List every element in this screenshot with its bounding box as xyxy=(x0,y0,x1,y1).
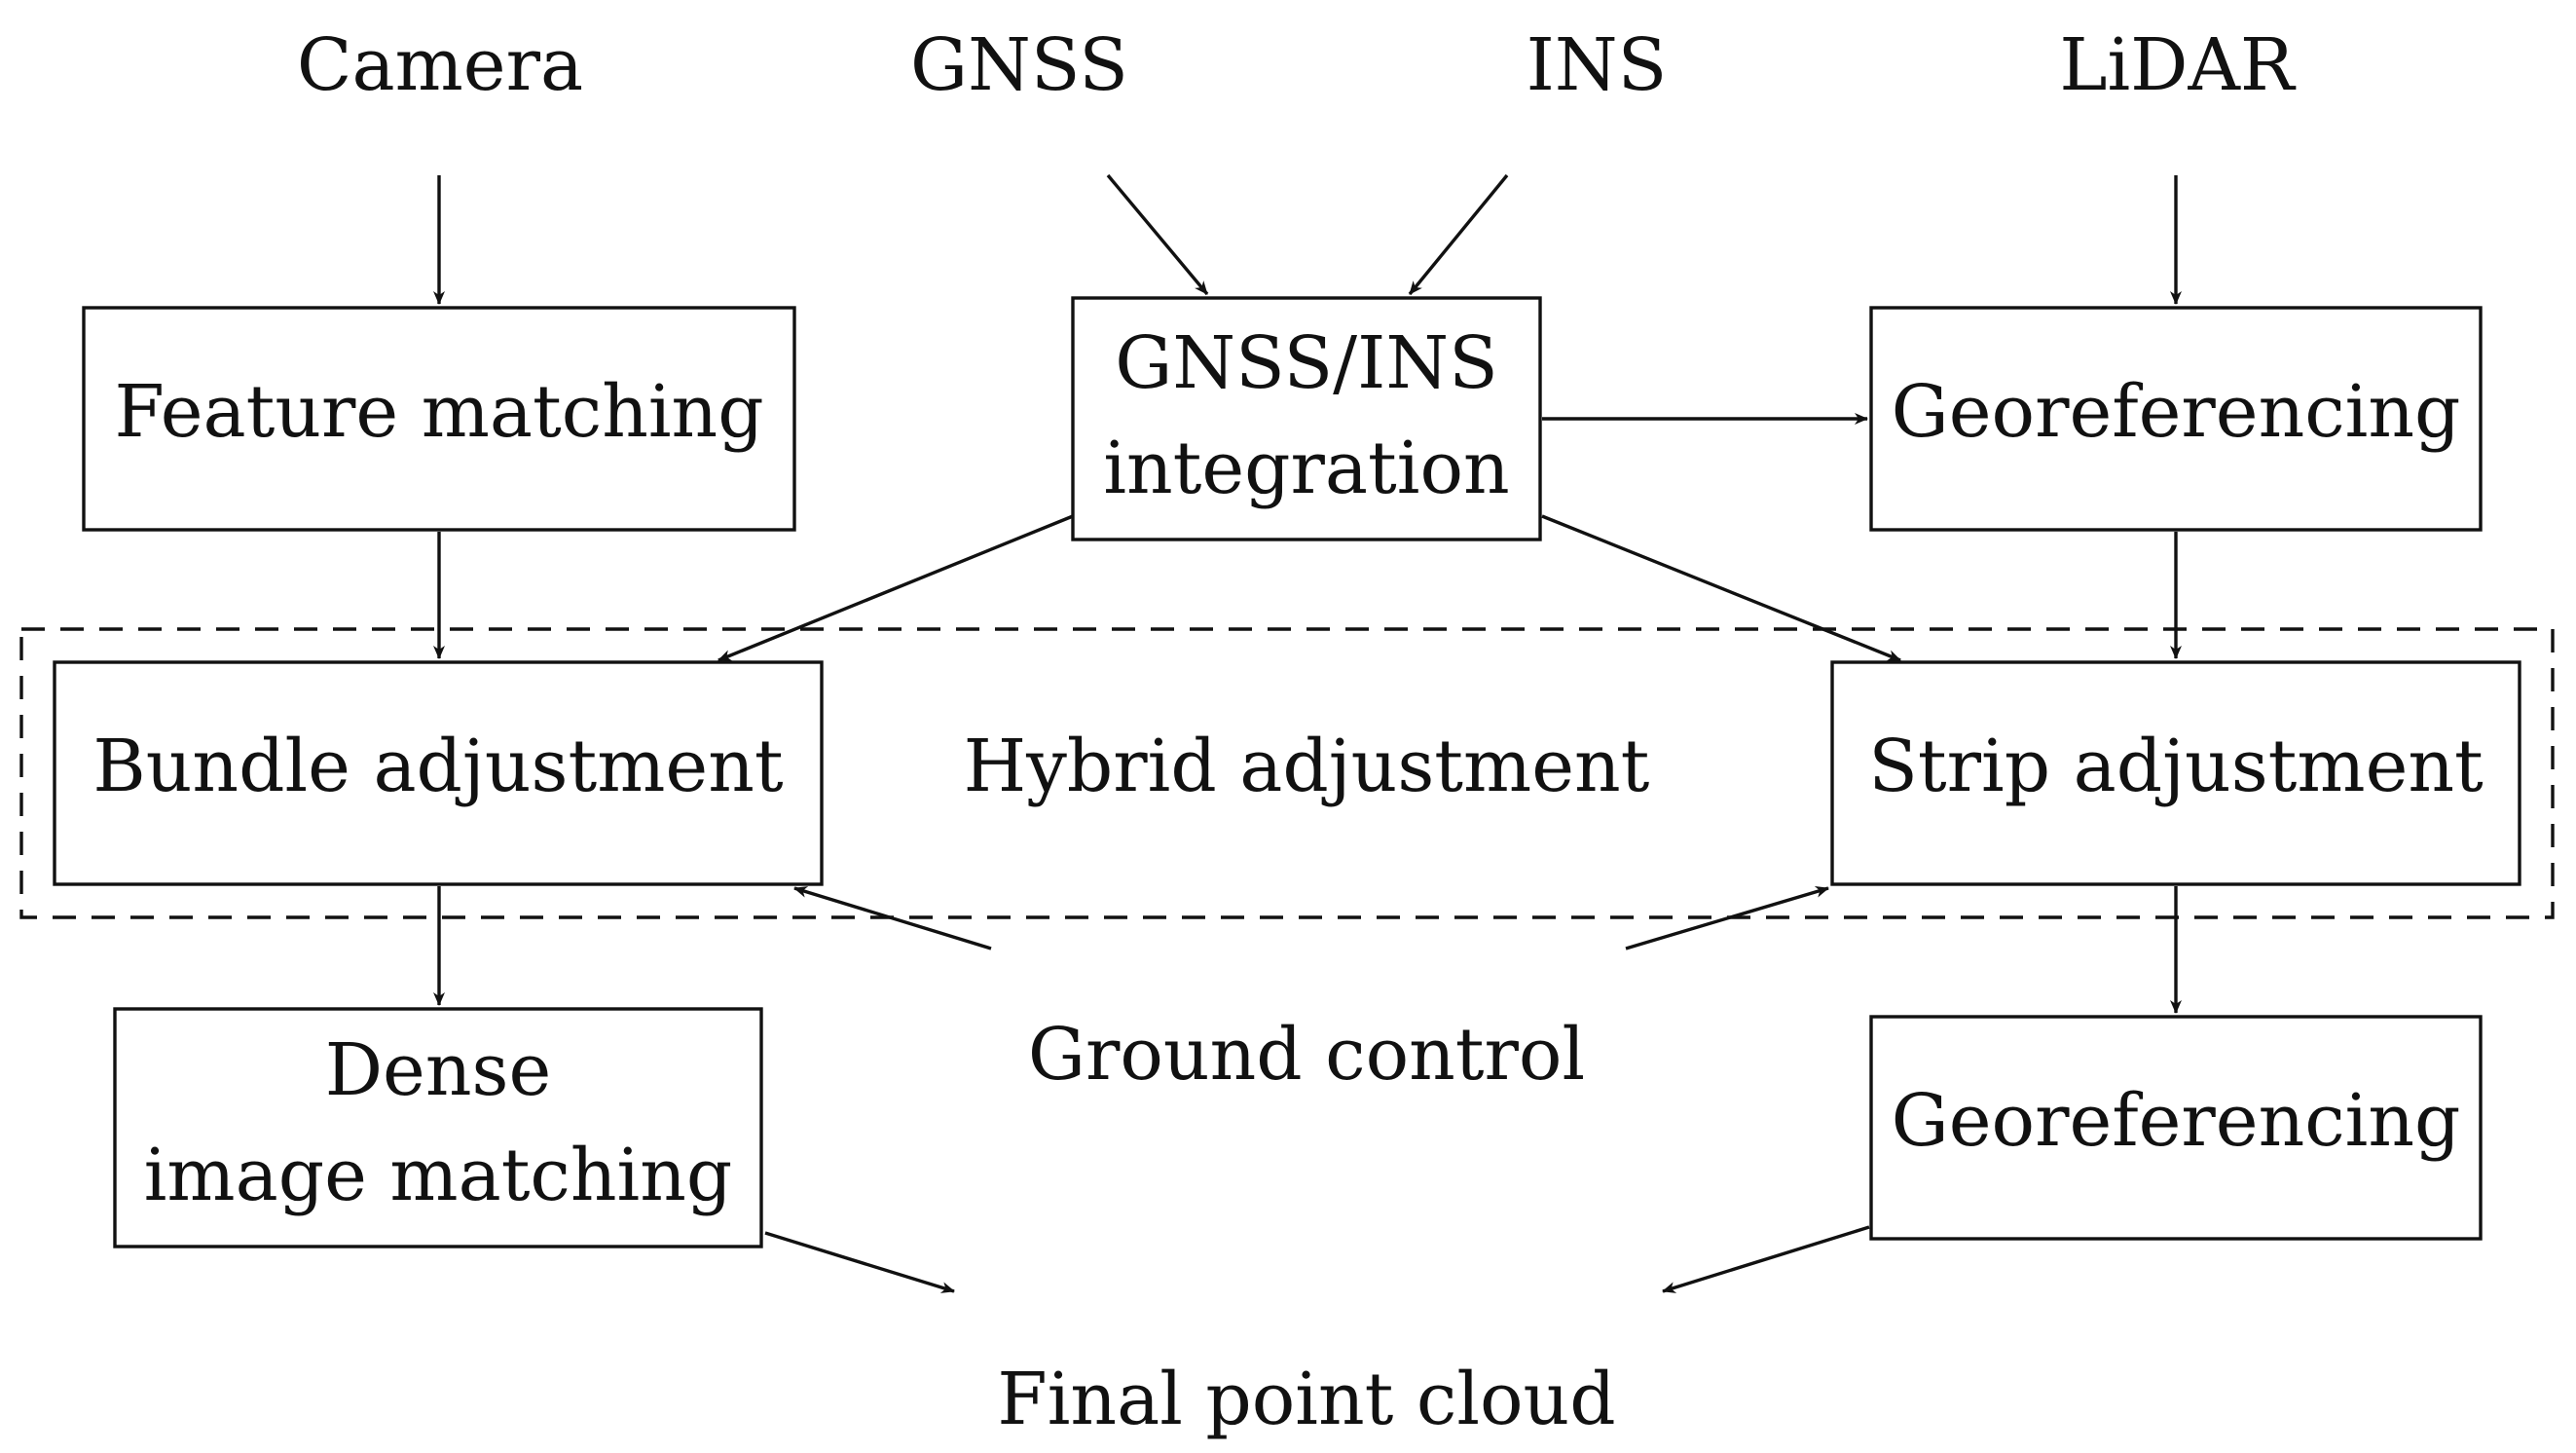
feature-matching-label: Feature matching xyxy=(114,370,763,454)
dense-image-matching-label-line2: image matching xyxy=(144,1134,732,1217)
arrow-georeferencing-to-final xyxy=(1662,1225,1870,1293)
hybrid-adjustment-label: Hybrid adjustment xyxy=(964,725,1650,808)
strip-adjustment-label: Strip adjustment xyxy=(1868,725,2484,808)
hybrid-adjustment-frame xyxy=(19,627,2555,919)
bundle-adjustment-box xyxy=(53,660,824,886)
georeferencing-top-node: Georeferencing xyxy=(1869,306,2483,532)
strip-adjustment-node: Strip adjustment xyxy=(1830,660,2521,886)
georeferencing-bottom-box xyxy=(1869,1015,2483,1241)
arrow-dense-to-final xyxy=(764,1231,955,1293)
feature-matching-box xyxy=(82,306,796,532)
arrow-integration-to-bundle xyxy=(718,514,1074,662)
gnss-ins-label-line1: GNSS/INS xyxy=(1115,321,1498,405)
arrow-ground-control-to-strip xyxy=(1625,885,1829,950)
sensor-lidar-label: LiDAR xyxy=(2059,23,2297,107)
georeferencing-bottom-label: Georeferencing xyxy=(1892,1079,2461,1163)
arrow-ins-to-integration xyxy=(1408,173,1509,296)
strip-adjustment-box xyxy=(1830,660,2521,886)
gnss-ins-integration-box xyxy=(1071,296,1542,541)
sensor-ins-label: INS xyxy=(1527,23,1668,107)
georeferencing-top-label: Georeferencing xyxy=(1892,370,2461,454)
gnss-ins-integration-node: GNSS/INS integration xyxy=(1071,296,1542,541)
dense-image-matching-node: Dense image matching xyxy=(113,1007,763,1248)
arrow-ground-control-to-bundle xyxy=(793,886,992,950)
gnss-ins-label-line2: integration xyxy=(1103,427,1509,510)
feature-matching-node: Feature matching xyxy=(82,306,796,532)
dense-image-matching-label-line1: Dense xyxy=(325,1028,552,1112)
dense-image-matching-box xyxy=(113,1007,763,1248)
final-point-cloud-label: Final point cloud xyxy=(997,1358,1615,1441)
georeferencing-bottom-node: Georeferencing xyxy=(1869,1015,2483,1241)
sensor-camera-label: Camera xyxy=(297,23,583,107)
bundle-adjustment-node: Bundle adjustment xyxy=(53,660,824,886)
georeferencing-top-box xyxy=(1869,306,2483,532)
ground-control-label: Ground control xyxy=(1028,1013,1585,1097)
arrow-integration-to-strip xyxy=(1541,514,1901,662)
sensor-gnss-label: GNSS xyxy=(910,23,1128,107)
bundle-adjustment-label: Bundle adjustment xyxy=(92,725,783,808)
arrow-gnss-to-integration xyxy=(1106,173,1209,296)
